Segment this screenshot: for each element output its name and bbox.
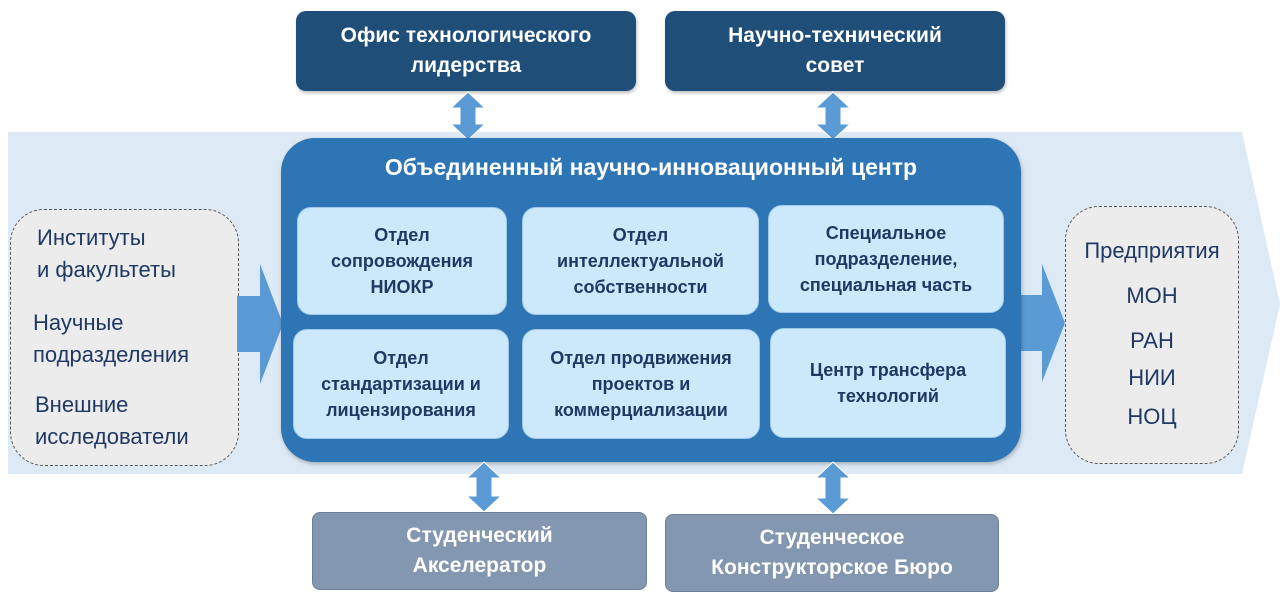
department-special-unit: Специальное подразделение, специальная ч… <box>768 205 1004 313</box>
top-right-double-arrow <box>814 91 852 141</box>
council-label-line-1: Научно-технический <box>728 24 942 47</box>
dept-1-line-3: НИОКР <box>370 277 434 297</box>
partner-ran: РАН <box>1130 328 1174 353</box>
dept-4-line-1: Отдел <box>373 348 429 368</box>
dept-1-line-1: Отдел <box>374 225 430 245</box>
source-external-line-1: Внешние <box>35 392 129 417</box>
department-intellectual-property: Отдел интеллектуальной собственности <box>522 207 759 315</box>
office-label-line-2: лидерства <box>410 54 522 77</box>
accelerator-label-line-2: Акселератор <box>412 554 547 577</box>
source-research-units-line-1: Научные <box>33 310 124 335</box>
source-external-researchers: Внешние исследователи <box>35 389 189 453</box>
dept-3-line-2: подразделение, <box>814 249 958 269</box>
dept-5-line-2: проектов и <box>591 374 691 394</box>
bureau-label-line-2: Конструкторское Бюро <box>711 556 953 579</box>
sources-panel: Институты и факультеты Научные подраздел… <box>10 209 239 466</box>
dept-2-line-2: интеллектуальной <box>557 251 724 271</box>
source-research-units: Научные подразделения <box>33 307 189 371</box>
department-rnd-support: Отдел сопровождения НИОКР <box>297 207 507 315</box>
bottom-left-double-arrow <box>465 461 503 513</box>
source-research-units-line-2: подразделения <box>33 342 190 367</box>
office-of-technology-leadership-box: Офис технологического лидерства <box>296 11 636 91</box>
dept-3-line-1: Специальное <box>825 223 947 243</box>
bureau-label-line-1: Студенческое <box>759 526 905 549</box>
student-accelerator-box: Студенческий Акселератор <box>312 512 647 590</box>
source-institutes: Институты и факультеты <box>37 222 176 286</box>
dept-6-line-2: технологий <box>837 386 939 406</box>
dept-5-line-3: коммерциализации <box>554 400 728 420</box>
department-project-commercialization: Отдел продвижения проектов и коммерциали… <box>522 329 760 439</box>
scientific-technical-council-box: Научно-технический совет <box>665 11 1005 91</box>
dept-4-line-3: лицензирования <box>326 400 476 420</box>
dept-3-line-3: специальная часть <box>799 275 973 295</box>
partner-enterprises: Предприятия <box>1084 238 1220 263</box>
dept-5-line-1: Отдел продвижения <box>550 348 732 368</box>
partner-mon: МОН <box>1126 283 1178 308</box>
dept-6-line-1: Центр трансфера <box>809 360 967 380</box>
top-left-double-arrow <box>449 91 487 141</box>
partner-nii: НИИ <box>1128 365 1176 390</box>
department-standardization-licensing: Отдел стандартизации и лицензирования <box>293 329 509 439</box>
bottom-right-double-arrow <box>814 461 852 515</box>
council-label-line-2: совет <box>805 54 865 77</box>
center-title: Объединенный научно-инновационный центр <box>384 154 918 180</box>
accelerator-label-line-1: Студенческий <box>406 524 553 547</box>
office-label-line-1: Офис технологического <box>340 24 592 47</box>
dept-2-line-1: Отдел <box>612 225 669 245</box>
partner-noc: НОЦ <box>1127 404 1177 429</box>
source-external-line-2: исследователи <box>35 424 189 449</box>
source-institutes-line-2: и факультеты <box>37 257 176 282</box>
outflow-arrow <box>1019 264 1065 382</box>
department-technology-transfer: Центр трансфера технологий <box>770 328 1006 438</box>
partners-panel: Предприятия МОН РАН НИИ НОЦ <box>1065 206 1239 464</box>
inflow-arrow <box>237 264 283 384</box>
student-design-bureau-box: Студенческое Конструкторское Бюро <box>665 514 999 592</box>
dept-2-line-3: собственности <box>573 277 708 297</box>
dept-1-line-2: сопровождения <box>330 251 474 271</box>
dept-4-line-2: стандартизации и <box>321 374 481 394</box>
source-institutes-line-1: Институты <box>37 225 146 250</box>
